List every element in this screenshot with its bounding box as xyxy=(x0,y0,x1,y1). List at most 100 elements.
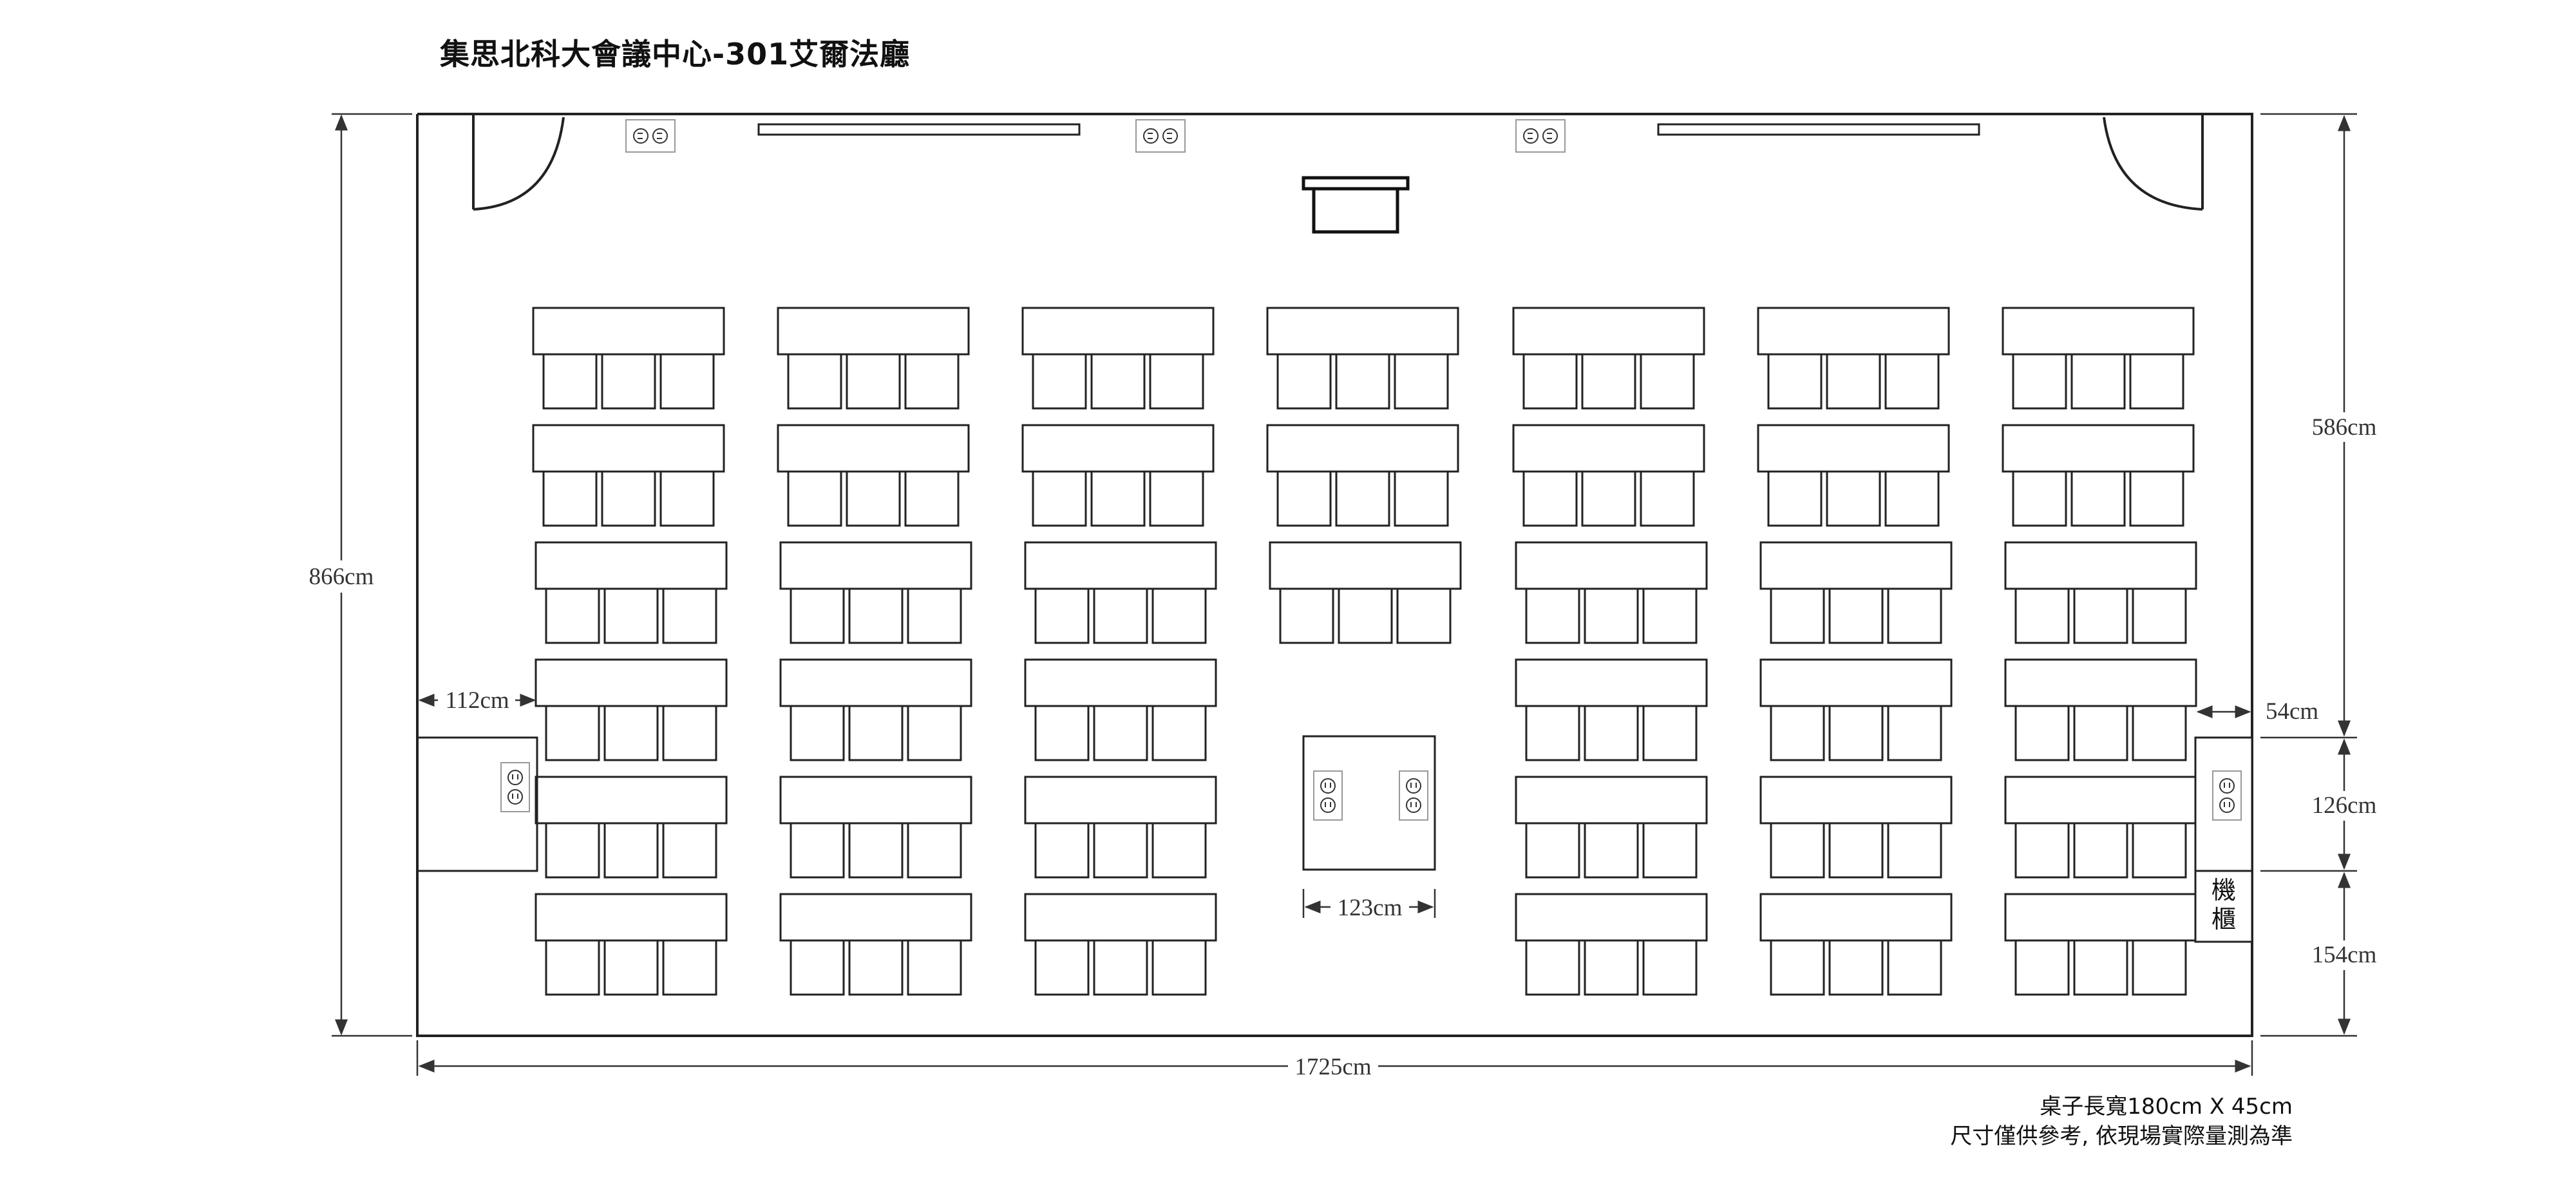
chair xyxy=(790,587,845,644)
chair xyxy=(1828,587,1884,644)
chair xyxy=(848,939,904,996)
table xyxy=(535,893,728,942)
table xyxy=(779,893,972,942)
notes: 桌子長寬180cm X 45cm 尺寸僅供參考, 依現場實際量測為準 xyxy=(1950,1092,2293,1151)
cabinet-label: 機 xyxy=(2211,876,2236,904)
chair xyxy=(545,939,600,996)
table xyxy=(1266,424,1459,473)
chair xyxy=(1887,587,1942,644)
chair xyxy=(1642,939,1698,996)
chair xyxy=(1093,587,1148,644)
table xyxy=(1515,541,1708,590)
table-set xyxy=(535,893,728,996)
chair xyxy=(1767,470,1823,527)
chair xyxy=(907,939,962,996)
table xyxy=(779,658,972,707)
table-set xyxy=(779,658,972,761)
chair xyxy=(2129,470,2184,527)
chair xyxy=(2132,587,2187,644)
table xyxy=(2004,658,2197,707)
chair xyxy=(1767,353,1823,410)
chair xyxy=(2073,939,2128,996)
chair xyxy=(2129,353,2184,410)
table xyxy=(1024,893,1217,942)
table xyxy=(2004,541,2197,590)
chair xyxy=(2014,705,2070,761)
table xyxy=(779,776,972,825)
chair xyxy=(545,705,600,761)
chair xyxy=(603,587,659,644)
table xyxy=(1269,541,1462,590)
table-set xyxy=(535,541,728,644)
chair xyxy=(2073,705,2128,761)
chair xyxy=(1149,353,1204,410)
dim-total-height: 866cm xyxy=(309,564,374,590)
chair xyxy=(2012,353,2067,410)
chair xyxy=(1034,939,1090,996)
chair xyxy=(1522,353,1578,410)
dim-right-gap: 54cm xyxy=(2266,698,2318,725)
chair xyxy=(1887,822,1942,879)
table-set xyxy=(2002,307,2195,410)
table-set xyxy=(1757,307,1950,410)
table-set xyxy=(1021,307,1215,410)
chair xyxy=(907,705,962,761)
table-set xyxy=(1515,893,1708,996)
chair xyxy=(1034,822,1090,879)
chair xyxy=(907,822,962,879)
chair xyxy=(1149,470,1204,527)
table xyxy=(1515,658,1708,707)
page-title: 集思北科大會議中心-301艾爾法廳 xyxy=(440,37,911,72)
chair xyxy=(1522,470,1578,527)
chair xyxy=(1828,939,1884,996)
chair xyxy=(1884,353,1940,410)
table-set xyxy=(1021,424,1215,527)
table-set xyxy=(1512,424,1705,527)
table xyxy=(1759,776,1953,825)
chair xyxy=(1584,587,1639,644)
table xyxy=(535,541,728,590)
chair xyxy=(790,705,845,761)
chair xyxy=(1032,353,1087,410)
chair xyxy=(1642,822,1698,879)
chair xyxy=(1525,587,1580,644)
cabinet xyxy=(2194,870,2253,943)
table xyxy=(535,658,728,707)
chair xyxy=(1090,353,1146,410)
chair xyxy=(1338,587,1393,644)
chair xyxy=(1279,587,1334,644)
table-set xyxy=(535,658,728,761)
table-set xyxy=(1269,541,1462,644)
table xyxy=(1757,424,1950,473)
table-set xyxy=(1024,658,1217,761)
projector-screen-right xyxy=(1657,123,1980,136)
chair xyxy=(662,939,717,996)
table-set xyxy=(535,776,728,879)
chair xyxy=(1770,939,1825,996)
chair xyxy=(904,353,960,410)
table-set xyxy=(1759,776,1953,879)
table xyxy=(1759,658,1953,707)
chair xyxy=(1828,822,1884,879)
outlet-icon xyxy=(500,762,530,812)
outlet-icon xyxy=(1313,770,1343,821)
table-set xyxy=(1515,658,1708,761)
room-outline xyxy=(416,113,2253,1037)
outlet-icon xyxy=(2212,770,2242,821)
chair xyxy=(662,587,717,644)
table-set xyxy=(2004,776,2197,879)
chair xyxy=(542,470,598,527)
table-set xyxy=(777,424,970,527)
table-set xyxy=(1757,424,1950,527)
chair xyxy=(1093,705,1148,761)
left-outlet-box xyxy=(417,736,538,872)
chair xyxy=(1090,470,1146,527)
chair xyxy=(542,353,598,410)
table-size-note: 桌子長寬180cm X 45cm xyxy=(2040,1094,2293,1120)
table xyxy=(1515,776,1708,825)
table xyxy=(2004,893,2197,942)
outlet-icon xyxy=(625,119,676,153)
table-set xyxy=(1266,307,1459,410)
chair xyxy=(662,705,717,761)
